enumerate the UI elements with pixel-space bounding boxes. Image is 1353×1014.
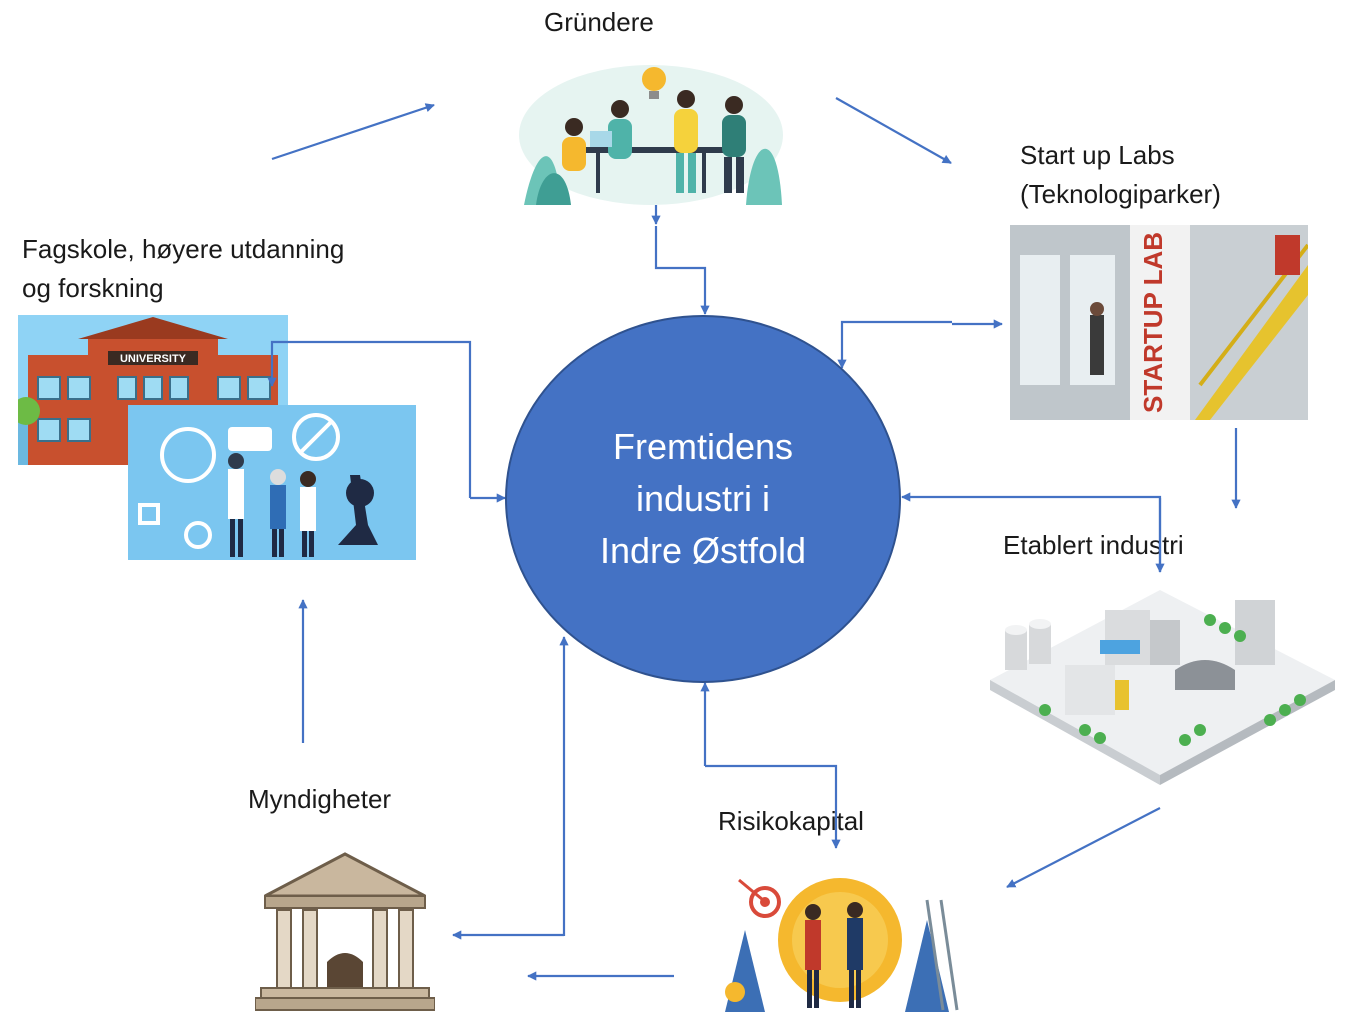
illustration-startup-lab: STARTUP LAB <box>1010 225 1308 420</box>
label-etablert-industri: Etablert industri <box>1003 530 1184 560</box>
illustration-research <box>128 405 416 560</box>
research-image <box>128 405 416 560</box>
arrow-etablert-to-center <box>901 492 1162 572</box>
arrow-center-to-fagskole <box>267 340 472 498</box>
illustration-risikokapital <box>705 860 965 1012</box>
label-myndigheter: Myndigheter <box>248 784 392 814</box>
center-node: Fremtidens industri i Indre Østfold <box>505 315 901 683</box>
center-line-1: Fremtidens <box>612 426 794 467</box>
arrow-startup-to-center <box>837 320 952 369</box>
center-line-3: Indre Østfold <box>599 530 807 571</box>
arrow-grundere-to-startup <box>835 97 952 164</box>
arrow-etablert-to-risiko <box>1006 807 1161 888</box>
illustration-grundere <box>516 55 786 205</box>
label-grundere: Gründere <box>544 7 654 37</box>
arrow-center-to-risiko <box>705 764 841 849</box>
arrow-fagskole-to-grundere <box>271 103 435 161</box>
label-startup-labs: Start up Labs (Teknologiparker) <box>1020 140 1221 209</box>
label-fagskole: Fagskole, høyere utdanning og forskning <box>22 234 345 303</box>
industry-image <box>990 590 1335 785</box>
center-line-2: industri i <box>635 478 771 519</box>
label-risikokapital: Risikokapital <box>718 806 864 836</box>
startup-lab-sign: STARTUP LAB <box>1138 232 1168 413</box>
risk-capital-image <box>705 860 965 1012</box>
arrow-grundere-to-center <box>654 226 710 315</box>
university-sign: UNIVERSITY <box>120 353 187 365</box>
startup-lab-image: STARTUP LAB <box>1010 225 1308 420</box>
government-building-icon <box>255 852 435 1011</box>
illustration-government <box>255 852 435 1012</box>
illustration-industry <box>985 570 1340 785</box>
team-meeting-image <box>519 65 783 205</box>
